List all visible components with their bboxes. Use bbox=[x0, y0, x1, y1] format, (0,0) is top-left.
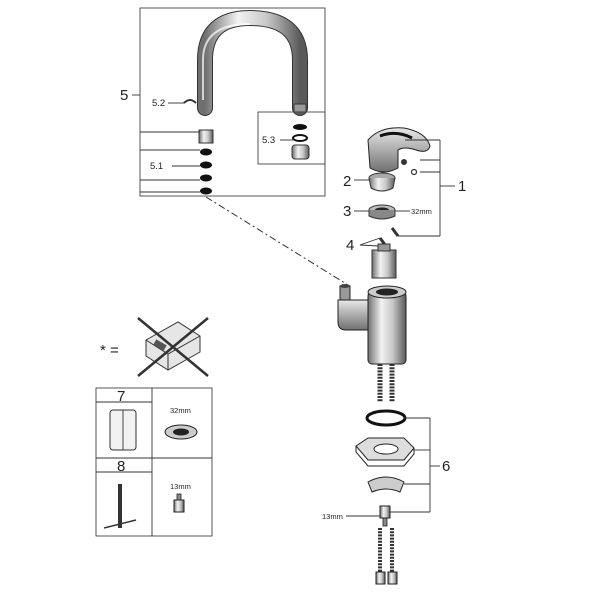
spout-box-frame bbox=[139, 7, 326, 197]
body-column bbox=[367, 291, 407, 365]
half-washer bbox=[367, 476, 405, 493]
label-4: 4 bbox=[346, 237, 354, 254]
aerator-ring bbox=[292, 134, 308, 142]
body-socket bbox=[337, 299, 373, 331]
clip-part bbox=[183, 99, 197, 104]
label-5-3: 5.3 bbox=[262, 135, 275, 146]
adapter-part bbox=[198, 129, 214, 144]
connection-guide bbox=[205, 196, 349, 286]
handle-screw bbox=[410, 168, 418, 176]
faucet-body bbox=[337, 284, 407, 402]
label-32mm-main: 32mm bbox=[411, 207, 432, 216]
fixing-nut-13mm bbox=[379, 505, 391, 519]
label-7: 7 bbox=[117, 388, 125, 405]
base-o-ring bbox=[365, 409, 407, 427]
o-ring bbox=[200, 161, 212, 169]
handle-group bbox=[354, 127, 455, 279]
tools-table bbox=[95, 387, 213, 537]
label-star: * = bbox=[100, 342, 119, 359]
label-5-2: 5.2 bbox=[152, 98, 165, 109]
label-3: 3 bbox=[343, 203, 351, 220]
label-6: 6 bbox=[442, 458, 450, 475]
label-32mm-box7: 32mm bbox=[170, 406, 191, 415]
label-5: 5 bbox=[120, 87, 128, 104]
aerator-box-frame bbox=[257, 111, 326, 165]
tools-table-frame bbox=[95, 387, 213, 537]
lever-handle bbox=[367, 127, 431, 173]
spout-outlet bbox=[293, 103, 307, 113]
o-ring bbox=[200, 187, 212, 195]
label-13mm-main: 13mm bbox=[322, 512, 343, 521]
label-13mm-box8: 13mm bbox=[170, 482, 191, 491]
socket-nipple bbox=[339, 285, 351, 301]
aerator-ring bbox=[293, 124, 307, 130]
cartridge bbox=[371, 249, 397, 279]
spare-nut-13mm bbox=[173, 499, 185, 513]
label-5-1: 5.1 bbox=[150, 161, 163, 172]
label-8: 8 bbox=[117, 458, 125, 475]
label-2: 2 bbox=[343, 173, 351, 190]
handle-screw bbox=[401, 159, 407, 165]
spout-group bbox=[139, 7, 326, 197]
label-1: 1 bbox=[458, 178, 466, 195]
o-ring bbox=[200, 174, 212, 182]
not-included-symbol: * = bbox=[100, 317, 209, 377]
aerator-part bbox=[291, 144, 310, 160]
o-ring bbox=[200, 148, 212, 156]
fixing-screw bbox=[390, 227, 400, 237]
mounting-kit-group bbox=[346, 409, 440, 585]
